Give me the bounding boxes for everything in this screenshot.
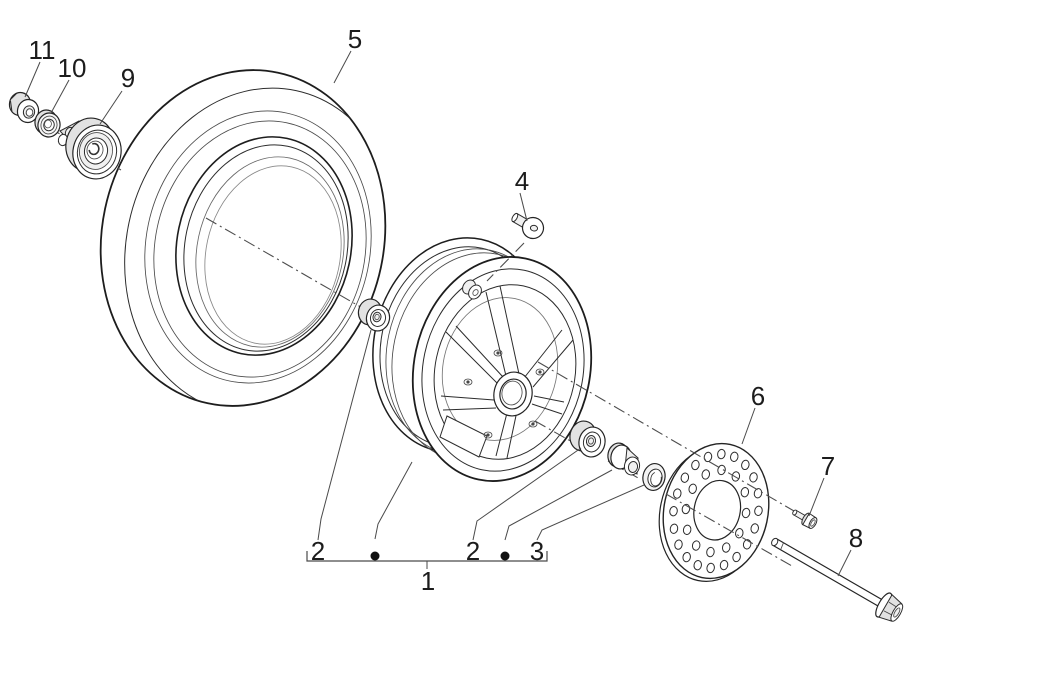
callout-7[interactable]: 7	[820, 451, 836, 481]
axle-nut	[8, 91, 40, 124]
axis-line-segment	[534, 420, 575, 444]
rim-bracket-plate	[439, 415, 488, 458]
callout-6[interactable]: 6	[750, 381, 766, 411]
callout-5[interactable]: 5	[347, 24, 363, 54]
callout-8[interactable]: 8	[848, 523, 864, 553]
bearing-left	[357, 298, 391, 332]
seal-ring	[642, 462, 666, 492]
rim-bolt-bosses	[463, 349, 545, 439]
rim-hub	[493, 371, 533, 417]
brake-disc-holes	[669, 448, 763, 574]
tire	[99, 69, 400, 415]
wheel-rim	[372, 237, 593, 482]
axle	[771, 537, 904, 622]
brake-disc	[658, 442, 770, 582]
callout-4[interactable]: 4	[514, 166, 530, 196]
callout-2-right[interactable]: 2	[465, 536, 481, 566]
callout-9[interactable]: 9	[120, 63, 136, 93]
valve-axis-line	[486, 242, 525, 282]
leader-lines	[24, 50, 852, 577]
valve-screw	[511, 212, 545, 240]
callout-2-left[interactable]: 2	[310, 536, 326, 566]
callout-3[interactable]: 3	[529, 536, 545, 566]
bearing-right	[569, 420, 606, 458]
rim-spokes	[440, 285, 574, 459]
assembly-bracket	[306, 551, 548, 569]
disc-mounting-axis-line	[537, 361, 795, 512]
assembly-dot	[500, 551, 510, 561]
assembly-dot	[370, 551, 380, 561]
speedometer-drive	[57, 117, 122, 180]
callout-1[interactable]: 1	[420, 566, 436, 596]
axis-line-segment	[665, 493, 793, 567]
hub-spacer	[607, 442, 641, 476]
callout-11[interactable]: 11	[28, 35, 56, 65]
washer	[34, 109, 61, 138]
valve-hole	[462, 279, 482, 300]
callout-10[interactable]: 10	[57, 53, 87, 83]
disc-screw	[792, 509, 818, 529]
